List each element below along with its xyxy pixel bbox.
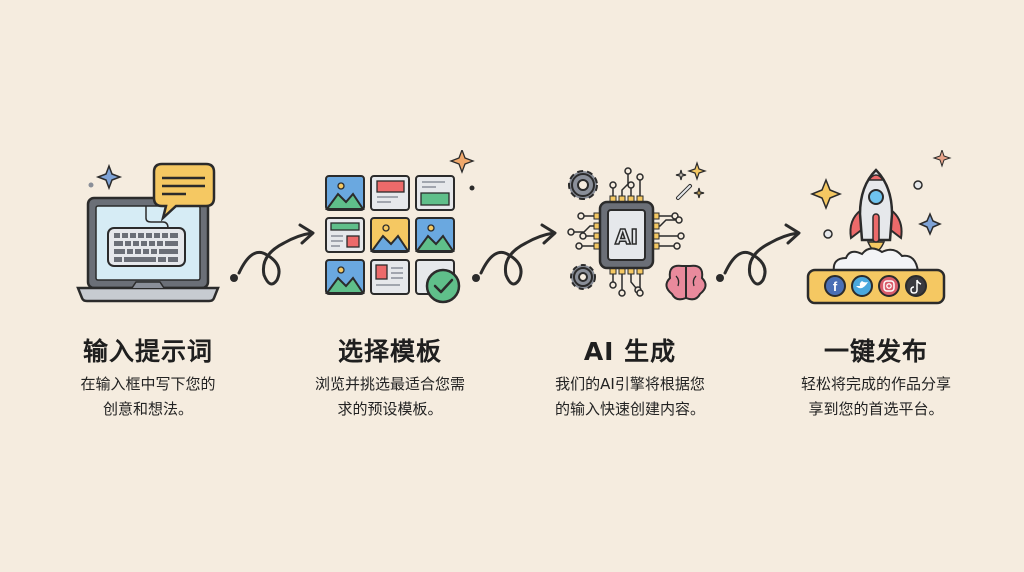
desc-line: 浏览并挑选最适合您需 — [314, 375, 465, 393]
instagram-icon — [878, 275, 900, 297]
svg-text:f: f — [833, 279, 838, 294]
desc-line: 享到您的首选平台。 — [808, 400, 944, 418]
facebook-icon: f — [824, 275, 846, 297]
curly-arrow-icon — [716, 223, 801, 286]
curly-arrow-icon — [230, 223, 315, 286]
chip-label: AI — [615, 225, 638, 249]
desc-line: 我们的AI引擎将根据您 — [555, 375, 705, 393]
desc-line: 创意和想法。 — [102, 400, 193, 418]
gear-icon — [568, 170, 598, 200]
desc-line: 求的预设模板。 — [337, 400, 443, 418]
template-grid-icon — [270, 148, 510, 310]
laptop-chat-icon — [28, 150, 268, 310]
desc-line: 的输入快速创建内容。 — [554, 400, 705, 418]
curly-arrow-icon — [472, 223, 557, 286]
step-title: 一键发布 — [823, 337, 928, 366]
gear-icon — [570, 264, 596, 290]
ai-chip-icon: AI — [510, 150, 750, 310]
desc-line: 轻松将完成的作品分享 — [800, 375, 951, 393]
step-description: 我们的AI引擎将根据您 的输入快速创建内容。 — [510, 372, 750, 422]
brain-icon — [665, 264, 707, 301]
step-title: AI 生成 — [583, 337, 677, 366]
rocket-launch-icon: f — [756, 148, 996, 310]
tiktok-icon — [905, 275, 927, 297]
step-description: 浏览并挑选最适合您需 求的预设模板。 — [270, 372, 510, 422]
step-description: 在输入框中写下您的 创意和想法。 — [28, 372, 268, 422]
twitter-icon — [851, 275, 873, 297]
step-description: 轻松将完成的作品分享 享到您的首选平台。 — [756, 372, 996, 422]
step-title: 选择模板 — [337, 337, 442, 366]
desc-line: 在输入框中写下您的 — [80, 375, 216, 393]
step-title: 输入提示词 — [82, 337, 213, 366]
